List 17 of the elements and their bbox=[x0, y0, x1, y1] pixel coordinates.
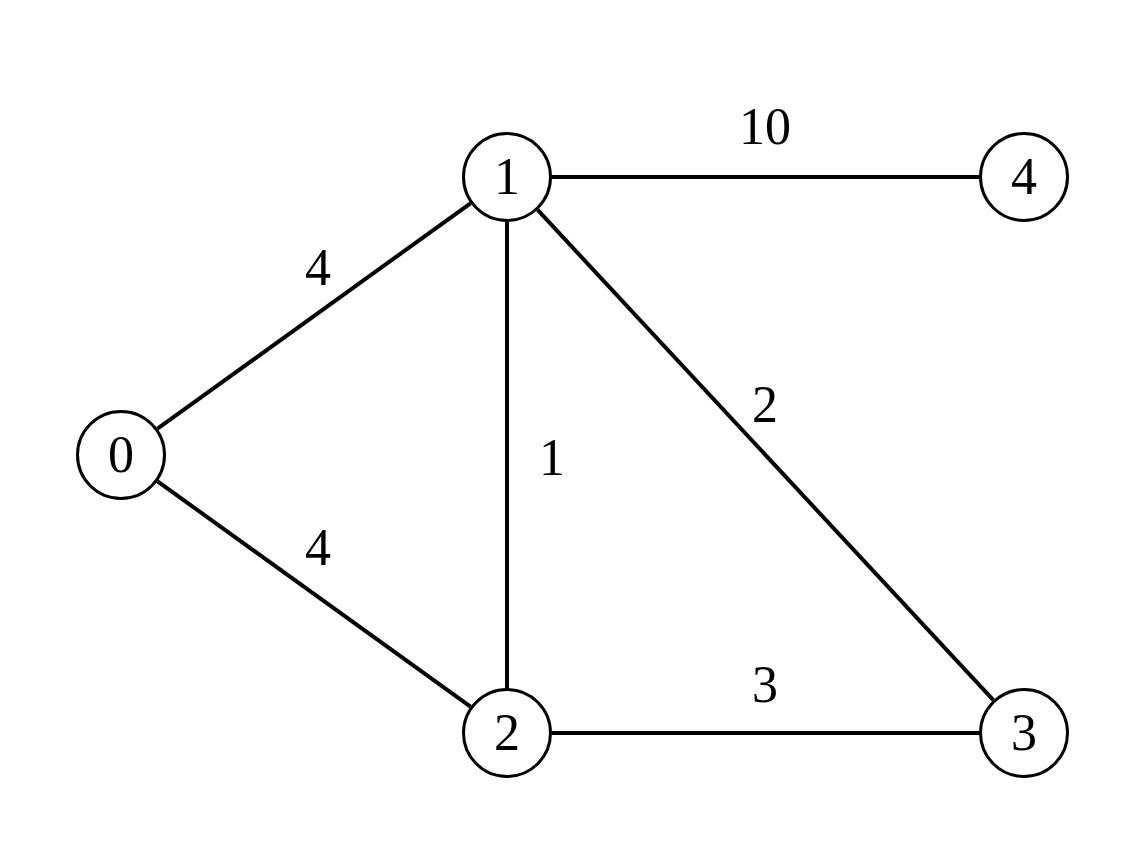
edge-line bbox=[156, 479, 472, 709]
edge-label: 2 bbox=[752, 379, 778, 431]
node-number: 1 bbox=[494, 151, 520, 203]
edge-line bbox=[552, 175, 979, 179]
edge-label: 1 bbox=[539, 432, 565, 484]
edge-line bbox=[505, 222, 509, 688]
edge-label: 4 bbox=[305, 522, 331, 574]
edge-line bbox=[156, 201, 472, 431]
edge-line bbox=[552, 731, 979, 735]
edge-label: 10 bbox=[739, 101, 791, 153]
edge-line bbox=[536, 208, 995, 702]
node-number: 2 bbox=[494, 707, 520, 759]
node-number: 0 bbox=[108, 429, 134, 481]
node-number: 3 bbox=[1011, 707, 1037, 759]
edge-label: 4 bbox=[305, 242, 331, 294]
edge-label: 3 bbox=[752, 659, 778, 711]
node-number: 4 bbox=[1011, 151, 1037, 203]
